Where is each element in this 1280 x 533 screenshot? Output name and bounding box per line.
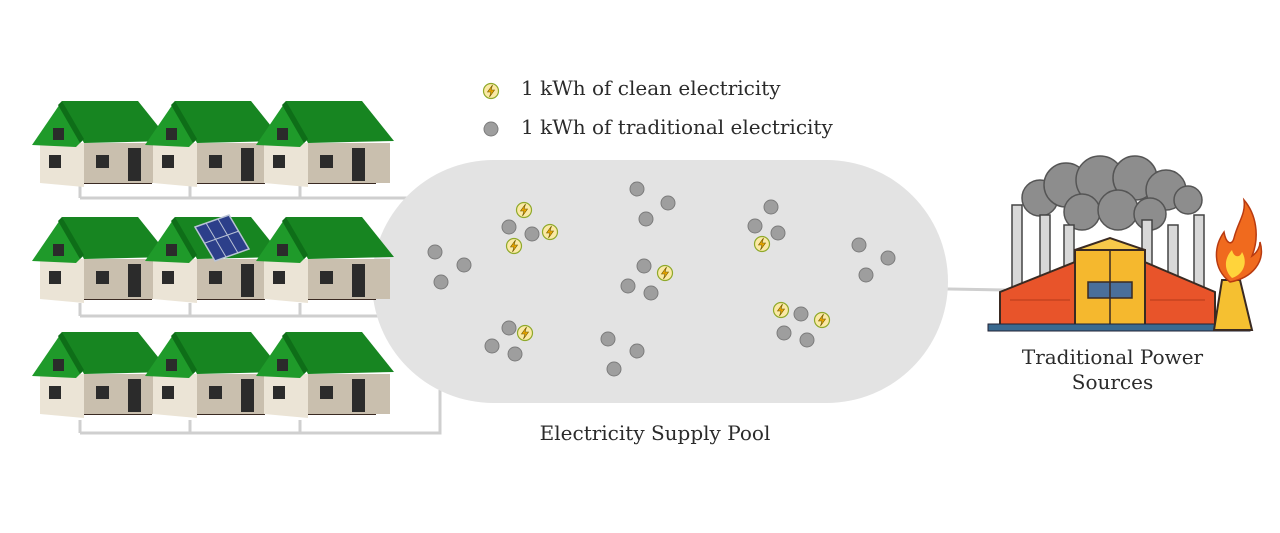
legend-clean-icon: [482, 82, 500, 100]
traditional-unit-dot: [643, 285, 659, 301]
house-grid: [32, 101, 394, 418]
house-with-solar: [145, 214, 283, 303]
traditional-unit-dot: [629, 343, 645, 359]
traditional-unit-dot: [501, 219, 517, 235]
clean-unit-bolt: [753, 235, 771, 253]
traditional-unit-dot: [799, 332, 815, 348]
traditional-unit-dot: [600, 331, 616, 347]
traditional-units: [427, 181, 896, 377]
traditional-unit-dot: [620, 278, 636, 294]
traditional-unit-dot: [636, 258, 652, 274]
clean-unit-bolt: [515, 201, 533, 219]
traditional-unit-dot: [747, 218, 763, 234]
solar-panel-icon: [193, 214, 251, 262]
legend-traditional-icon: [483, 121, 499, 137]
traditional-unit-dot: [880, 250, 896, 266]
clean-unit-bolt: [516, 324, 534, 342]
traditional-unit-dot: [501, 320, 517, 336]
traditional-unit-dot: [660, 195, 676, 211]
pool-label: Electricity Supply Pool: [539, 421, 771, 445]
traditional-unit-dot: [763, 199, 779, 215]
plant-label: Traditional Power Sources: [1000, 345, 1225, 395]
house: [256, 217, 394, 303]
traditional-unit-dot: [776, 325, 792, 341]
traditional-unit-dot: [629, 181, 645, 197]
traditional-unit-dot: [858, 267, 874, 283]
traditional-unit-dot: [456, 257, 472, 273]
clean-unit-bolt: [656, 264, 674, 282]
clean-unit-bolt: [813, 311, 831, 329]
traditional-unit-dot: [427, 244, 443, 260]
clean-unit-bolt: [541, 223, 559, 241]
traditional-unit-dot: [606, 361, 622, 377]
legend-traditional-label: 1 kWh of traditional electricity: [521, 115, 833, 139]
house: [256, 101, 394, 187]
traditional-unit-dot: [507, 346, 523, 362]
legend-clean-label: 1 kWh of clean electricity: [521, 76, 781, 100]
traditional-unit-dot: [484, 338, 500, 354]
clean-unit-bolt: [505, 237, 523, 255]
plant-label-line2: Sources: [1071, 370, 1154, 394]
traditional-unit-dot: [793, 306, 809, 322]
electricity-supply-pool: [372, 160, 948, 403]
traditional-unit-dot: [433, 274, 449, 290]
clean-unit-bolt: [772, 301, 790, 319]
house: [256, 332, 394, 418]
plant-label-line1: Traditional Power: [1021, 345, 1204, 369]
smoke-cloud: [1021, 155, 1203, 231]
traditional-unit-dot: [638, 211, 654, 227]
power-plant-icon: [987, 155, 1263, 332]
traditional-unit-dot: [524, 226, 540, 242]
traditional-unit-dot: [770, 225, 786, 241]
traditional-unit-dot: [851, 237, 867, 253]
